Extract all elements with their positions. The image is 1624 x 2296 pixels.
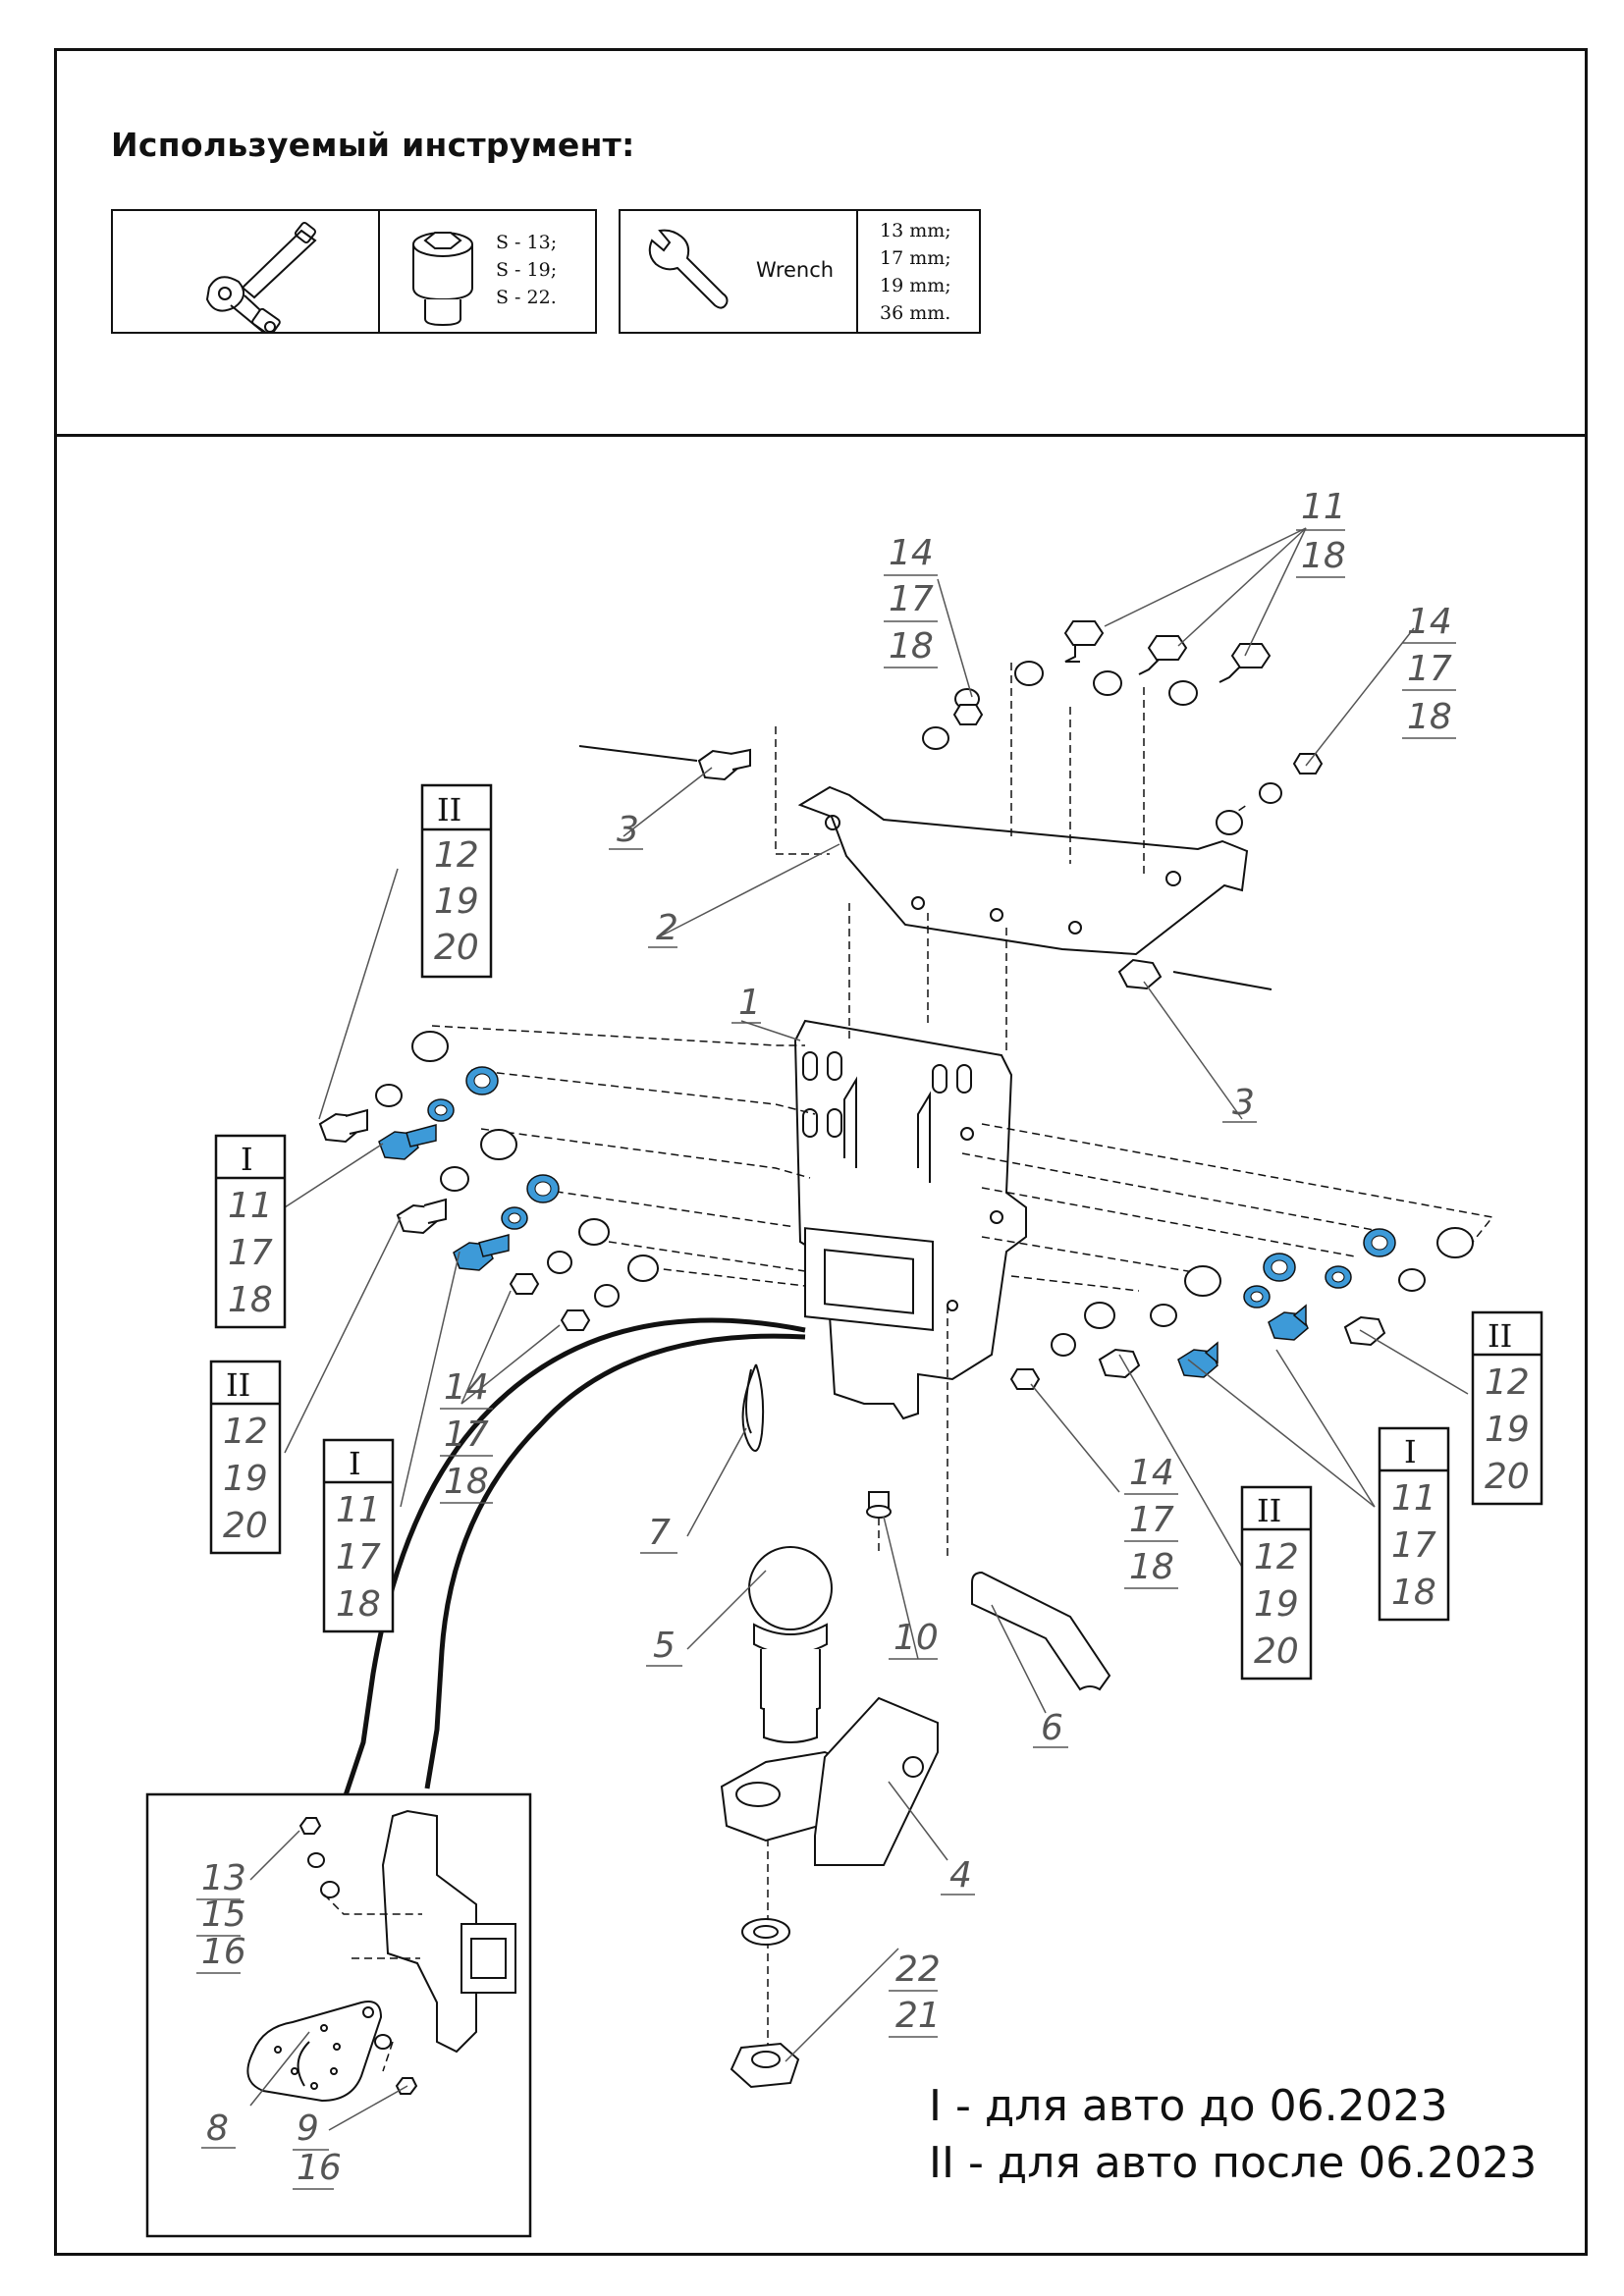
wrench-box: Wrench 13 mm; 17 mm; 19 mm; 36 mm. <box>619 209 981 334</box>
assembly-guide-lines <box>431 663 1494 2061</box>
socket-size: S - 19; <box>496 259 558 281</box>
leader-lines <box>249 527 1469 2131</box>
left-fasteners <box>318 1031 659 1331</box>
ratchet-socket-box: S - 13; S - 19; S - 22. <box>111 209 597 334</box>
wrench-size: 19 mm; <box>880 275 951 296</box>
right-fasteners <box>1009 1227 1474 1390</box>
wrench-icon <box>648 229 729 309</box>
pins-and-bolt <box>741 1363 1111 1691</box>
wrench-size: 36 mm. <box>880 302 951 324</box>
socket-size: S - 13; <box>496 232 558 253</box>
tool-divider <box>856 211 858 332</box>
ball-nut-22 <box>730 1918 800 2089</box>
ball-mount-4 <box>720 1696 939 1866</box>
legend-variant-II: II - для авто после 06.2023 <box>929 2138 1538 2188</box>
wrench-size: 17 mm; <box>880 247 951 269</box>
sensor-bolts-3 <box>578 745 1272 990</box>
main-bracket-1 <box>793 1019 1027 1420</box>
socket-icon <box>412 232 473 327</box>
wrench-sizes: 13 mm; 17 mm; 19 mm; 36 mm. <box>880 217 951 327</box>
mounting-plate-2 <box>797 785 1249 956</box>
ratchet-icon <box>205 221 317 332</box>
assembly-diagram-panel <box>54 434 1588 2256</box>
legend-variant-I: I - для авто до 06.2023 <box>929 2081 1448 2131</box>
inset-connector-loop <box>341 1317 806 1802</box>
tools-title: Используемый инструмент: <box>111 126 635 164</box>
wrench-label: Wrench <box>756 258 835 282</box>
inset-socket-detail <box>145 1792 532 2238</box>
socket-size: S - 22. <box>496 287 557 308</box>
wrench-size: 13 mm; <box>880 220 951 241</box>
socket-sizes: S - 13; S - 19; S - 22. <box>496 229 557 311</box>
tow-ball-5 <box>748 1546 833 1743</box>
top-bolts <box>922 620 1324 835</box>
tool-divider <box>378 211 380 332</box>
